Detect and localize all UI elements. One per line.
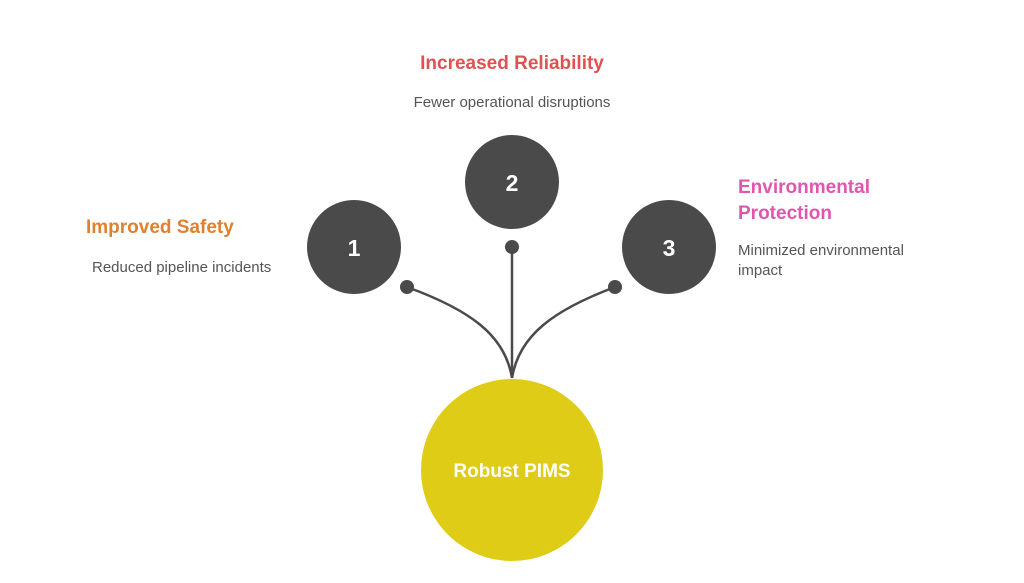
item-2-description: Fewer operational disruptions	[413, 94, 611, 111]
node-1-circle	[307, 200, 401, 294]
connector-1	[406, 285, 514, 379]
item-3-description: Minimized environmental impact	[738, 241, 904, 281]
item-3-description-line-2: impact	[738, 262, 783, 279]
hub-label: Robust PIMS	[453, 461, 570, 482]
item-2-title: Increased Reliability	[420, 53, 604, 74]
node-2-circle	[465, 135, 559, 229]
node-2[interactable]: 2	[465, 135, 559, 229]
connector-dot-3	[608, 280, 622, 294]
node-3-circle	[622, 200, 716, 294]
connector-3	[510, 285, 616, 379]
item-3-description-line-1: Minimized environmental	[738, 242, 904, 259]
hub-circle	[421, 379, 603, 561]
item-3-title-line-1: Environmental	[738, 177, 870, 198]
connector-dot-1	[400, 280, 414, 294]
node-2-number: 2	[506, 170, 519, 196]
node-1[interactable]: 1	[307, 200, 401, 294]
node-1-number: 1	[348, 235, 361, 261]
item-1-description: Reduced pipeline incidents	[92, 259, 272, 276]
item-1-title: Improved Safety	[86, 217, 234, 238]
node-3[interactable]: 3	[622, 200, 716, 294]
item-3-title-line-2: Protection	[738, 203, 832, 224]
hub-node[interactable]: Robust PIMS	[421, 379, 603, 561]
node-3-number: 3	[663, 235, 676, 261]
connector-dot-2	[505, 240, 519, 254]
item-3-title: Environmental Protection	[738, 175, 870, 227]
